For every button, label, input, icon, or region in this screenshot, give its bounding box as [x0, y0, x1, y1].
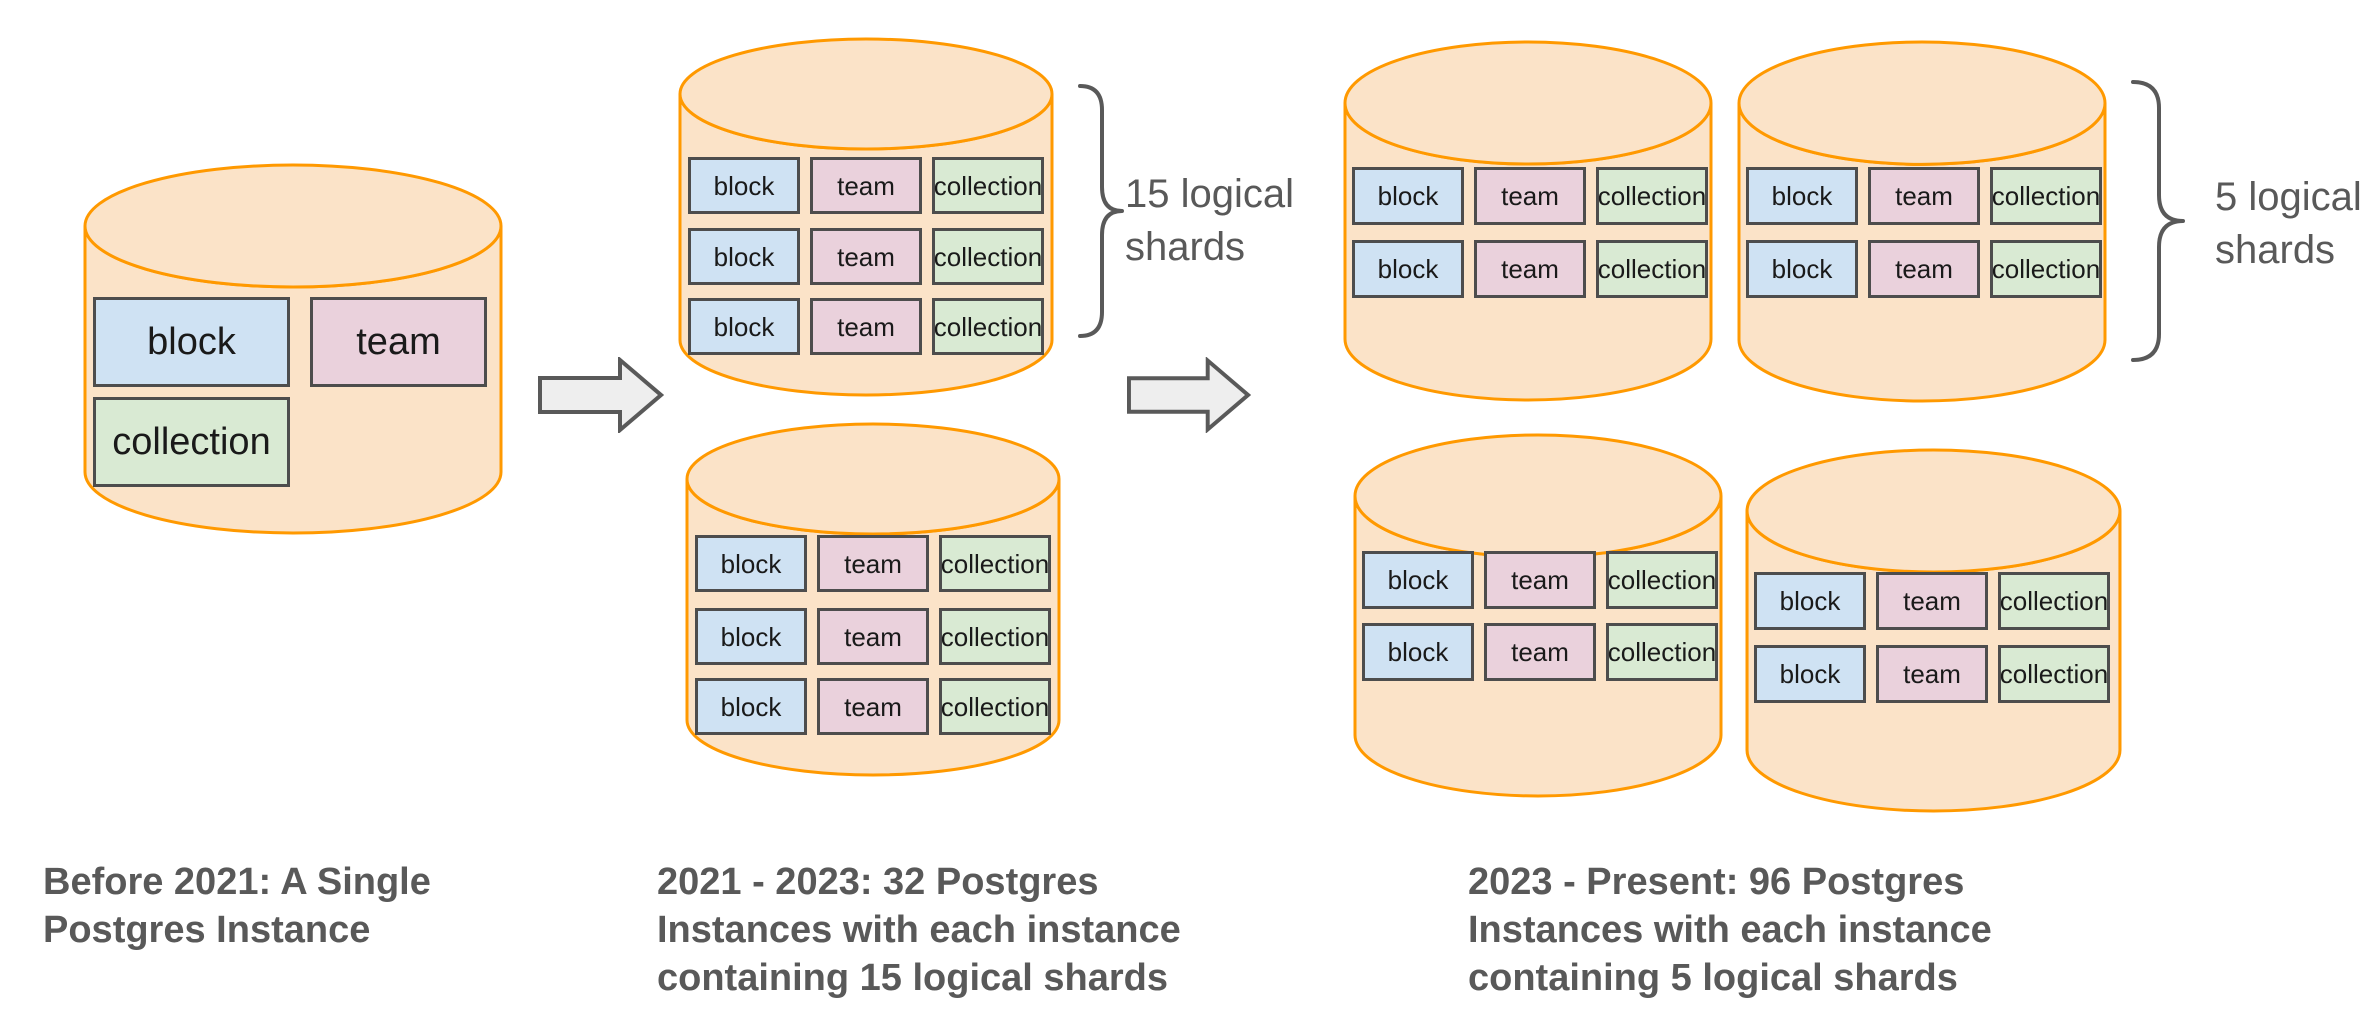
team-table-box: team	[817, 608, 929, 665]
shard-row: block team	[93, 297, 487, 387]
collection-table-box: collection	[1990, 167, 2102, 225]
cylinder-shape	[1745, 448, 2122, 813]
shard-row: block team collection	[688, 228, 1044, 285]
block-table-box: block	[1746, 240, 1858, 298]
block-table-box: block	[1362, 551, 1474, 609]
shard-row: block team collection	[695, 678, 1051, 735]
team-table-box: team	[1876, 572, 1988, 630]
postgres-instance-cylinder: block team collection	[83, 163, 503, 535]
team-table-box: team	[810, 298, 922, 355]
caption-line: Instances with each instance	[1468, 909, 1992, 951]
collection-table-box: collection	[1998, 572, 2110, 630]
block-table-box: block	[688, 157, 800, 214]
caption-line: Postgres Instance	[43, 909, 371, 951]
collection-table-box: collection	[1606, 623, 1718, 681]
block-table-box: block	[1362, 623, 1474, 681]
shard-row: block team collection	[688, 298, 1044, 355]
collection-table-box: collection	[1596, 167, 1708, 225]
postgres-instance-cylinder: block team collection block team collect…	[1343, 40, 1713, 402]
block-table-box: block	[1754, 572, 1866, 630]
caption-2021-2023: 2021 - 2023: 32 Postgres Instances with …	[657, 858, 1181, 1002]
postgres-instance-cylinder: block team collection block team collect…	[1745, 448, 2122, 813]
collection-table-box: collection	[939, 678, 1051, 735]
collection-table-box: collection	[939, 608, 1051, 665]
arrow-right-icon	[1127, 357, 1251, 433]
shard-row: block team collection	[1362, 623, 1718, 681]
shard-row: block team collection	[1352, 240, 1708, 298]
block-table-box: block	[93, 297, 290, 387]
shard-row: block team collection	[1746, 240, 2102, 298]
block-table-box: block	[688, 228, 800, 285]
postgres-instance-cylinder: block team collection block team collect…	[685, 422, 1062, 777]
shard-row: block team collection	[1362, 551, 1718, 609]
block-table-box: block	[1754, 645, 1866, 703]
shard-count-label-15: 15 logical shards	[1125, 168, 1294, 274]
collection-table-box: collection	[93, 397, 290, 487]
caption-line: containing 5 logical shards	[1468, 957, 1958, 999]
team-table-box: team	[1484, 623, 1596, 681]
caption-line: Before 2021: A Single	[43, 861, 431, 903]
block-table-box: block	[695, 678, 807, 735]
team-table-box: team	[1474, 240, 1586, 298]
shard-row: block team collection	[695, 535, 1051, 592]
collection-table-box: collection	[932, 157, 1044, 214]
postgres-instance-cylinder: block team collection block team collect…	[1737, 40, 2107, 403]
caption-line: Instances with each instance	[657, 909, 1181, 951]
block-table-box: block	[695, 608, 807, 665]
team-table-box: team	[1484, 551, 1596, 609]
collection-table-box: collection	[1998, 645, 2110, 703]
shard-row: block team collection	[1754, 645, 2110, 703]
collection-table-box: collection	[939, 535, 1051, 592]
team-table-box: team	[1868, 240, 1980, 298]
postgres-instance-cylinder: block team collection block team collect…	[678, 37, 1055, 397]
collection-table-box: collection	[1596, 240, 1708, 298]
shard-row: block team collection	[1754, 572, 2110, 630]
team-table-box: team	[1474, 167, 1586, 225]
curly-brace-icon	[1078, 84, 1124, 338]
team-table-box: team	[817, 678, 929, 735]
curly-brace-icon	[2131, 80, 2185, 362]
team-table-box: team	[310, 297, 487, 387]
collection-table-box: collection	[932, 228, 1044, 285]
arrow-right-icon	[538, 357, 664, 433]
block-table-box: block	[695, 535, 807, 592]
shard-row: block team collection	[1352, 167, 1708, 225]
block-table-box: block	[688, 298, 800, 355]
caption-2023-present: 2023 - Present: 96 Postgres Instances wi…	[1468, 858, 1992, 1002]
caption-before-2021: Before 2021: A Single Postgres Instance	[43, 858, 431, 954]
shard-row: collection	[93, 397, 290, 487]
team-table-box: team	[817, 535, 929, 592]
shard-row: block team collection	[695, 608, 1051, 665]
team-table-box: team	[1876, 645, 1988, 703]
postgres-instance-cylinder: block team collection block team collect…	[1353, 433, 1723, 798]
shard-row: block team collection	[1746, 167, 2102, 225]
collection-table-box: collection	[932, 298, 1044, 355]
caption-line: 2021 - 2023: 32 Postgres	[657, 861, 1099, 903]
caption-line: 2023 - Present: 96 Postgres	[1468, 861, 1965, 903]
collection-table-box: collection	[1990, 240, 2102, 298]
annotation-line: 15 logical	[1125, 172, 1295, 216]
team-table-box: team	[810, 228, 922, 285]
team-table-box: team	[810, 157, 922, 214]
cylinder-shape	[1353, 433, 1723, 798]
block-table-box: block	[1746, 167, 1858, 225]
annotation-line: 5 logical	[2215, 175, 2362, 219]
annotation-line: shards	[1125, 225, 1246, 269]
block-table-box: block	[1352, 167, 1464, 225]
shard-row: block team collection	[688, 157, 1044, 214]
team-table-box: team	[1868, 167, 1980, 225]
collection-table-box: collection	[1606, 551, 1718, 609]
shard-count-label-5: 5 logical shards	[2215, 171, 2362, 277]
block-table-box: block	[1352, 240, 1464, 298]
annotation-line: shards	[2215, 228, 2336, 272]
caption-line: containing 15 logical shards	[657, 957, 1169, 999]
